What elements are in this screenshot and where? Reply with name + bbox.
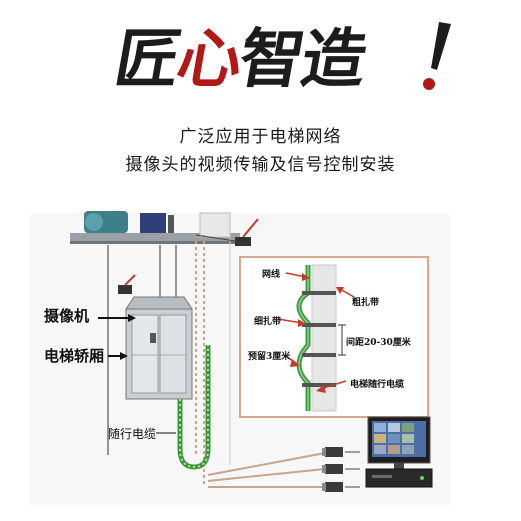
thick-tie-4 (302, 383, 336, 387)
installation-diagram: 摄像机 电梯轿厢 随行电缆 网线 粗扎带 细扎带 间距20-30厘米 预留3厘米… (0, 205, 521, 521)
label-reserve: 预留3厘米 (248, 352, 291, 362)
car-camera-icon (118, 285, 132, 294)
label-thin-tie: 细扎带 (254, 317, 282, 327)
floor-camera-2 (322, 464, 360, 474)
subtitle-line-1: 广泛应用于电梯网络 (179, 127, 342, 147)
title-banner: 匠心智造 (60, 4, 480, 108)
elevator-car (125, 296, 193, 400)
pulley-icon (140, 213, 166, 233)
label-elevator-car: 电梯轿厢 (44, 347, 105, 365)
exclamation-mark (423, 22, 451, 90)
diagram-graphics (30, 211, 450, 505)
machine-room-beam-shadow (70, 241, 240, 244)
thick-tie-2 (302, 323, 336, 327)
label-camera: 摄像机 (44, 307, 90, 325)
title-text: 匠心智造 (52, 12, 429, 108)
label-spacing: 间距20-30厘米 (346, 338, 411, 348)
label-network-cable: 网线 (262, 270, 281, 280)
monitor-icon (367, 416, 431, 469)
subtitle-line-2: 摄像头的视频传输及信号控制安装 (125, 155, 396, 175)
label-elevator-cable: 电梯随行电缆 (350, 380, 405, 390)
label-travel-cable: 随行电缆 (108, 427, 157, 441)
label-thick-tie: 粗扎带 (352, 298, 380, 308)
thick-tie-3 (302, 353, 336, 357)
floor-camera-1 (322, 447, 360, 457)
machine-room-beam (70, 233, 240, 241)
floor-camera-3 (322, 482, 360, 492)
title-char-4: 造 (295, 22, 371, 97)
thick-tie-1 (302, 291, 336, 295)
top-camera-icon (235, 237, 251, 246)
shaft-wall-top (199, 212, 231, 238)
dvr-recorder-icon (365, 468, 433, 488)
